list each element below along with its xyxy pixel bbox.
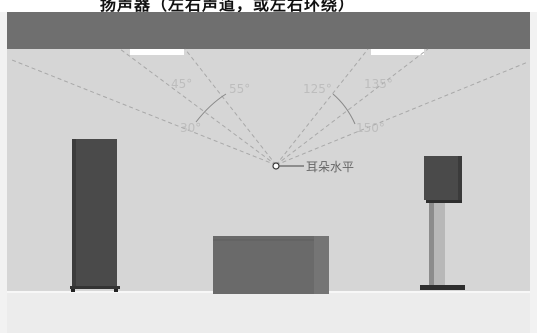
ear-point-marker: [272, 162, 280, 170]
right-bookshelf-speaker: [420, 156, 465, 290]
angle-arc-left: [195, 93, 227, 123]
left-speaker-base: [70, 286, 120, 289]
angle-label-150: 150°: [356, 121, 385, 135]
right-stand-post-front: [429, 203, 434, 285]
angle-label-135: 135°: [364, 77, 393, 91]
title-strip: 扬声器（左右声道，或左右环绕）: [0, 0, 537, 12]
angle-arc-right: [332, 93, 356, 125]
angle-label-45: 45°: [171, 77, 192, 91]
ceiling-light-left: [130, 49, 184, 55]
left-speaker-foot-2: [114, 289, 118, 292]
right-speaker-side: [458, 156, 462, 200]
left-speaker-side: [72, 139, 76, 286]
guide-line-135: [275, 48, 429, 166]
ceiling-light-right: [371, 49, 424, 55]
sofa: [213, 236, 329, 294]
angle-guide-lines: [11, 48, 529, 166]
angle-label-55: 55°: [229, 82, 250, 96]
angle-label-125: 125°: [303, 82, 332, 96]
ceiling: [7, 12, 530, 49]
angle-label-30: 30°: [180, 121, 201, 135]
left-speaker-cabinet: [72, 139, 117, 286]
guide-line-55-left: [184, 48, 277, 166]
floor: [7, 292, 530, 333]
right-stand-post-body: [434, 203, 445, 285]
ear-level-label: 耳朵水平: [306, 160, 354, 174]
right-stand-base: [420, 285, 465, 290]
sofa-body: [213, 236, 329, 294]
right-stand-top-plate: [426, 200, 462, 203]
left-tower-speaker: [70, 139, 120, 292]
sofa-side: [314, 236, 329, 294]
guide-line-45-left: [119, 48, 277, 166]
guide-line-125: [275, 48, 369, 166]
guide-line-150: [275, 61, 529, 166]
left-speaker-foot-1: [71, 289, 75, 292]
right-speaker-cabinet: [424, 156, 462, 200]
guide-line-30: [11, 59, 277, 166]
page-title: 扬声器（左右声道，或左右环绕）: [100, 0, 356, 12]
